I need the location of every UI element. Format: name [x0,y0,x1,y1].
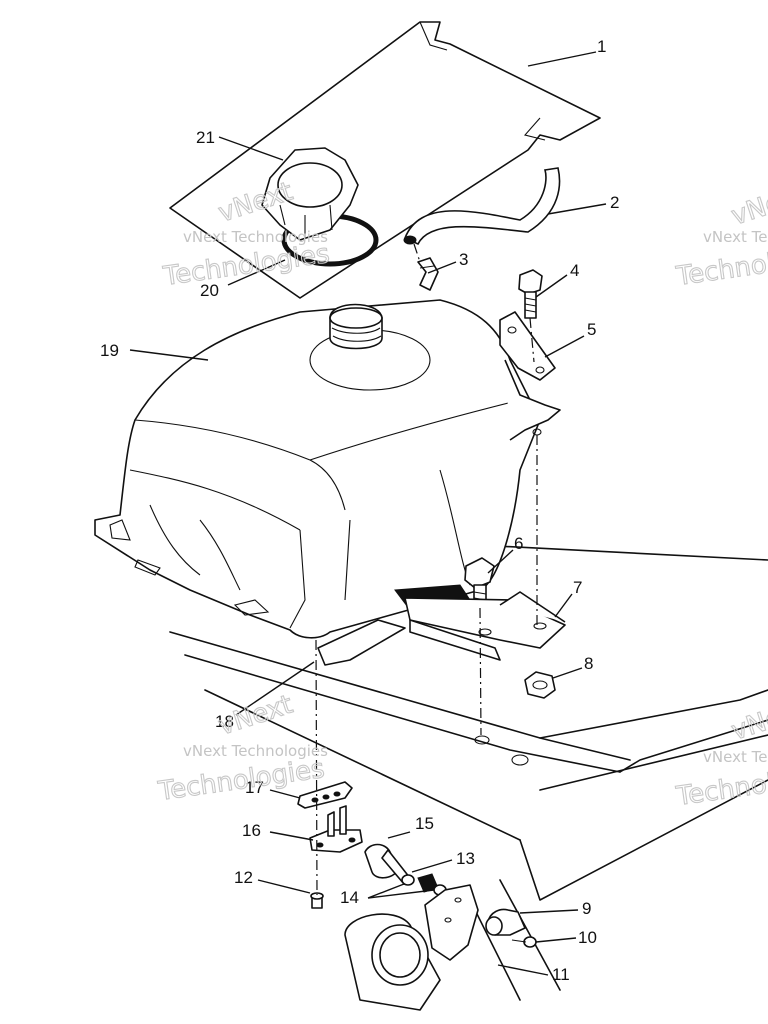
watermark-lower-right: vNext vNext Technologies Technologies [673,694,768,813]
callout-14: 14 [340,888,359,907]
tank-bracket-lower [404,591,566,661]
vent-hose [403,167,561,246]
watermark-text-c: vNext Technologies [183,742,328,760]
heat-shield-plate [169,21,601,299]
valve-shaft [364,843,411,885]
watermark-vnext-c: vNext [215,690,297,742]
valve-knob [485,908,526,936]
watermark-text-d: vNext Technologies [703,748,768,766]
watermark-text-a: vNext Technologies [183,228,328,246]
callout-9: 9 [582,899,591,918]
watermark-vnext-d: vNext [728,695,768,747]
leader-lines [129,51,607,976]
watermark-tech-d: Technologies [674,759,768,812]
frame-tube [344,913,441,1011]
knob-screw [511,936,537,948]
callout-3: 3 [459,250,468,269]
fuel-tank [94,299,561,639]
alignment-lines [315,243,538,896]
callout-12: 12 [234,868,253,887]
bolt-upper [518,269,543,319]
watermark-upper-right: vNext vNext Technologies Technologies [673,179,768,293]
valve-spring-washers [401,873,447,896]
fuel-valve [309,805,363,853]
callout-13: 13 [456,849,475,868]
callout-19: 19 [100,341,119,360]
lock-nut [524,671,556,699]
valve-bracket [424,884,479,961]
callout-1: 1 [597,37,606,56]
watermark-tech-b: Technologies [674,239,768,292]
callout-6: 6 [514,534,523,553]
watermark-vnext-b: vNext [728,180,768,232]
valve-mounting-plate [297,781,353,809]
fuel-cap [261,147,359,241]
callout-5: 5 [587,320,596,339]
mounting-pad [317,619,406,666]
callout-11: 11 [552,965,570,984]
vent-fitting [417,257,439,291]
callout-2: 2 [610,193,619,212]
valve-screw [310,892,324,909]
callout-8: 8 [584,654,593,673]
watermark-lower-left: vNext vNext Technologies Technologies [155,689,328,808]
callout-15: 15 [415,814,434,833]
callout-20: 20 [200,281,219,300]
callout-7: 7 [573,578,582,597]
callout-21: 21 [196,128,215,147]
callout-4: 4 [570,261,579,280]
callout-labels: 1 2 3 4 5 6 7 8 9 10 11 12 13 14 15 16 1… [100,37,619,984]
callout-17: 17 [245,778,264,797]
callout-16: 16 [242,821,261,840]
watermark-text-b: vNext Technologies [703,228,768,246]
callout-18: 18 [215,712,234,731]
tank-bracket-upper [499,311,556,381]
callout-10: 10 [578,928,597,947]
